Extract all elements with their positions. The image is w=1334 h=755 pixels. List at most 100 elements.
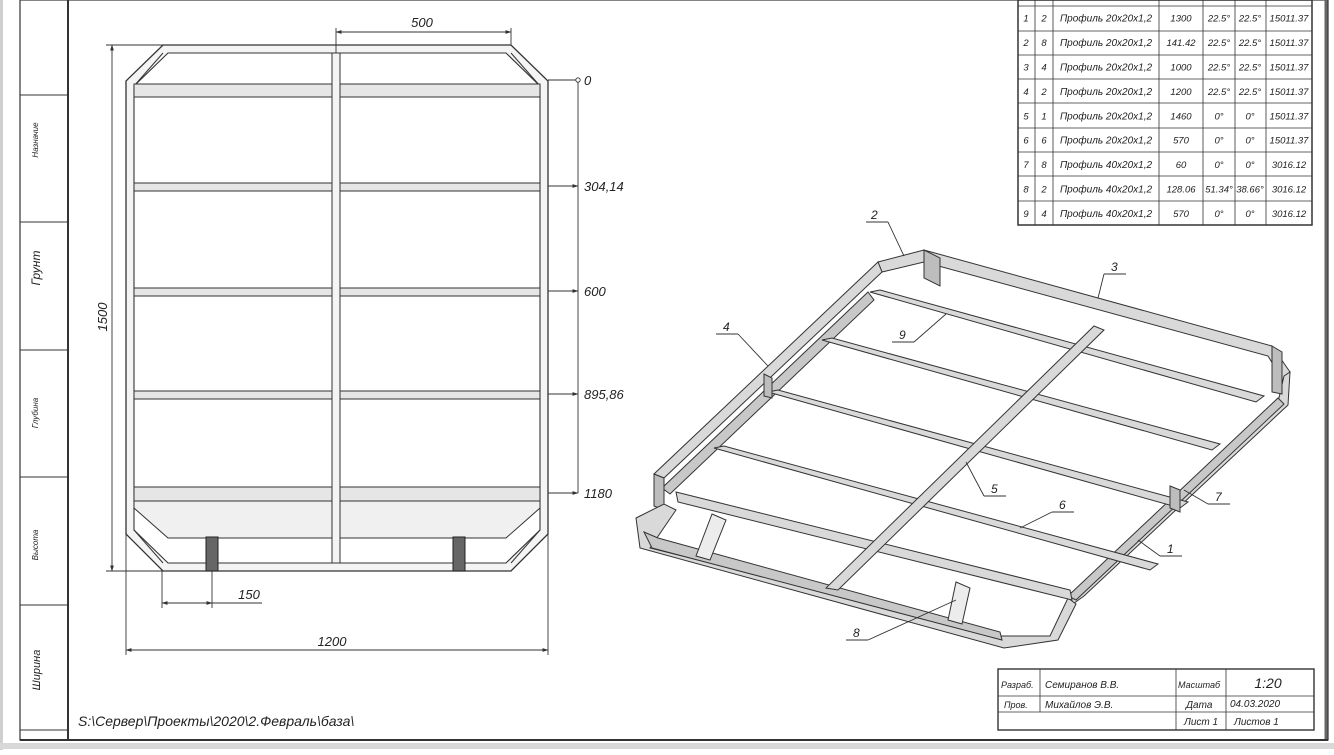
parts-table-cell-row-qty: 2 [1040,185,1047,196]
parts-table-cell-row-qty: 8 [1041,160,1047,171]
isometric-view [635,249,1291,649]
side-label-width: Ширина [31,650,43,691]
plan-dimensions [106,28,581,655]
dim-500: 500 [411,15,433,30]
parts-table-cell-row-qty: 2 [1040,14,1047,25]
parts-table-cell-row-pos: 2 [1022,38,1029,49]
parts-table-cell-row-pos: 9 [1023,209,1029,220]
date-value: 04.03.2020 [1230,699,1280,710]
plan-crossbars [133,83,541,502]
callout-6: 6 [1059,498,1066,512]
parts-table-cell-row-profile: Профиль 20х20х1,2 [1060,37,1153,49]
parts-table-cell-row-pos: 3 [1023,63,1029,74]
date-label: Дата [1185,700,1213,711]
side-label-height: Высота [31,529,40,560]
parts-table-cell-row-code: 3016.12 [1272,160,1307,171]
parts-table-cell-row-angle-b: 22.5° [1238,14,1261,25]
parts-table-cell-row-length: 1460 [1170,111,1192,122]
parts-table-cell-row-pos: 8 [1023,185,1029,196]
mark-895: 895,86 [584,387,625,402]
developer-label: Разраб. [1001,680,1034,690]
parts-table-cell-row-pos: 1 [1023,14,1028,25]
parts-table-cell-row-qty: 4 [1041,63,1046,74]
parts-table-cell-row-pos: 6 [1023,136,1029,147]
parts-table-cell-row-qty: 4 [1041,209,1046,220]
parts-table-cell-row-profile: Профиль 20х20х1,2 [1060,110,1153,122]
parts-table-cell-row-code: 15011.37 [1270,136,1310,147]
parts-table-cell-row-code: 3016.12 [1272,209,1307,220]
parts-table-cell-row-qty: 1 [1041,111,1046,122]
parts-table-cell-row-length: 570 [1173,209,1190,220]
parts-table-cell-row-angle-b: 22.5° [1238,87,1261,98]
parts-table-cell-row-length: 141.42 [1166,38,1196,49]
checker-name: Михайлов Э.В. [1045,700,1113,711]
parts-table-cell-row-angle-a: 51.34° [1205,185,1233,196]
callout-7: 7 [1215,490,1223,504]
parts-table-cell-row-qty: 8 [1041,38,1047,49]
parts-table-cell-row-code: 15011.37 [1270,14,1310,25]
sheet-label: Лист 1 [1183,717,1218,728]
parts-table-cell-row-angle-a: 22.5° [1207,14,1230,25]
parts-table-cell-row-angle-a: 22.5° [1207,38,1230,49]
parts-table-cell-row-profile: Профиль 40х20х1,2 [1060,184,1153,196]
callout-4: 4 [723,320,730,334]
side-label-depth: Глубина [31,397,40,428]
parts-table-cell-row-length: 1000 [1170,63,1192,74]
side-strip [20,94,68,731]
title-block [997,668,1315,731]
parts-table-cell-row-pos: 4 [1023,87,1028,98]
parts-table-cell-row-code: 15011.37 [1270,63,1310,74]
mark-304: 304,14 [584,179,624,194]
callout-5: 5 [991,482,998,496]
scale-label: Масштаб [1178,680,1221,690]
parts-table-cell-row-code: 15011.37 [1270,87,1310,98]
parts-table-cell-row-angle-b: 22.5° [1238,38,1261,49]
parts-table-cell-row-angle-a: 0° [1214,111,1223,122]
parts-table-cell-row-angle-a: 22.5° [1207,87,1230,98]
parts-table-cell-row-length: 570 [1173,136,1190,147]
parts-table-cell-row-profile: Профиль 40х20х1,2 [1060,208,1153,220]
file-path: S:\Сервер\Проекты\2020\2.Февраль\база\ [78,713,354,729]
parts-table-cell-row-code: 3016.12 [1272,185,1307,196]
parts-table-cell-row-angle-b: 0° [1245,136,1254,147]
parts-table-cell-row-length: 1300 [1170,14,1192,25]
parts-table [1017,0,1313,226]
side-label-purpose: Назначие [31,122,40,158]
parts-table-cell-row-angle-b: 38.66° [1236,185,1264,196]
parts-table-cell-row-pos: 5 [1023,111,1029,122]
parts-table-cell-row-angle-a: 0° [1214,209,1223,220]
parts-table-cell-row-qty: 2 [1040,87,1047,98]
callout-8: 8 [853,626,860,640]
parts-table-cell-row-length: 1200 [1170,87,1192,98]
mark-600: 600 [584,284,606,299]
callout-leaders [716,221,1230,641]
plan-center-member [331,52,341,564]
parts-table-cell-row-length: 128.06 [1166,185,1196,196]
parts-table-cell-row-profile: Профиль 20х20х1,2 [1060,13,1153,25]
parts-table-cell-row-pos: 7 [1023,160,1029,171]
callout-3: 3 [1111,260,1118,274]
parts-table-cell-row-code: 15011.37 [1270,38,1310,49]
dim-1200: 1200 [318,634,348,649]
parts-table-cell-row-profile: Профиль 20х20х1,2 [1060,86,1153,98]
parts-table-cell-row-angle-b: 22.5° [1238,63,1261,74]
parts-table-cell-row-code: 15011.37 [1270,111,1310,122]
parts-table-cell-row-angle-b: 0° [1245,160,1254,171]
callout-2: 2 [870,208,878,222]
parts-table-cell-row-profile: Профиль 20х20х1,2 [1060,62,1153,74]
parts-table-cell-row-angle-b: 0° [1245,111,1254,122]
dim-150: 150 [238,587,260,602]
plan-leg-right [452,536,466,572]
parts-table-cell-row-qty: 6 [1041,136,1047,147]
developer-name: Семиранов В.В. [1045,680,1119,691]
callout-1: 1 [1167,542,1174,556]
parts-table-cell-row-angle-a: 0° [1214,160,1223,171]
mark-0: 0 [584,73,592,88]
callout-9: 9 [899,328,906,342]
parts-table-cell-row-angle-b: 0° [1245,209,1254,220]
sheets-label: Листов 1 [1233,717,1279,728]
parts-table-cell-row-profile: Профиль 40х20х1,2 [1060,159,1153,171]
